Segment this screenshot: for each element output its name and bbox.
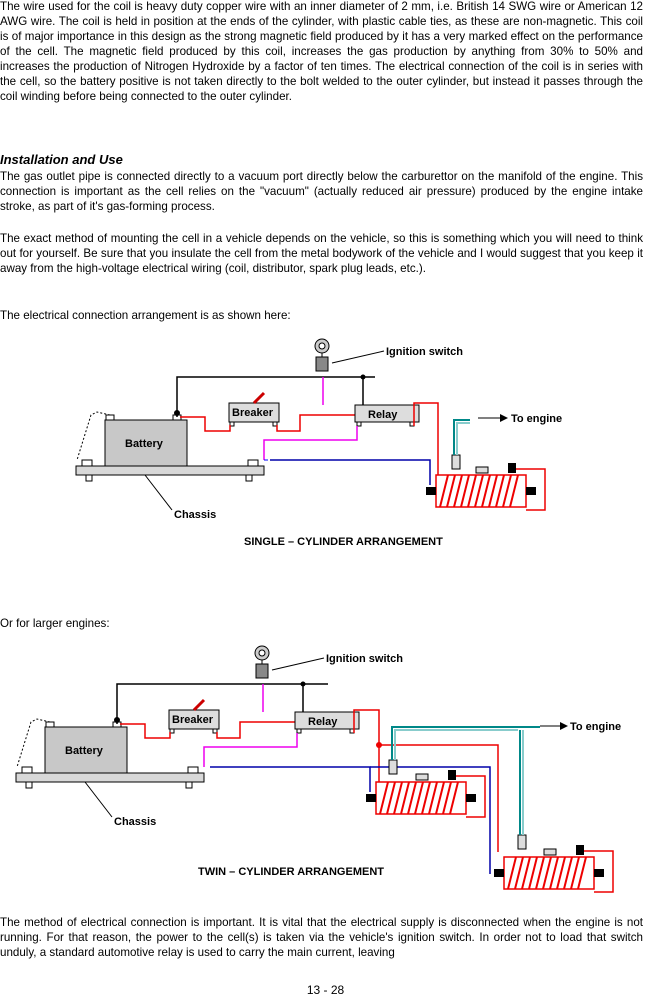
ignition-switch-label: Ignition switch [386, 346, 463, 358]
chassis-label: Chassis [114, 816, 156, 828]
paragraph-electrical-intro: The electrical connection arrangement is… [0, 309, 291, 322]
battery-label: Battery [125, 438, 164, 450]
to-engine-label: To engine [511, 413, 562, 425]
to-engine-label: To engine [570, 721, 621, 733]
paragraph-electrical-method: The method of electrical connection is i… [0, 916, 643, 959]
battery [104, 419, 188, 467]
page-number: 13 - 28 [306, 983, 345, 997]
paragraph-mounting: The exact method of mounting the cell in… [0, 232, 643, 275]
relay-label: Relay [368, 409, 398, 421]
breaker-label: Breaker [172, 714, 214, 726]
relay-label: Relay [308, 716, 338, 728]
relay [294, 711, 360, 730]
paragraph-coil-wire: The wire used for the coil is heavy duty… [0, 0, 643, 103]
chassis-bar [75, 465, 265, 476]
ignition-switch-label: Ignition switch [326, 653, 403, 665]
paragraph-gas-outlet: The gas outlet pipe is connected directl… [0, 170, 643, 213]
twin-cylinder-diagram: Battery Ignition switch Breaker Relay [15, 645, 621, 893]
battery-label: Battery [65, 745, 104, 757]
chassis-label: Chassis [174, 509, 216, 521]
relay [354, 404, 420, 423]
single-cylinder-diagram: Battery Ignition switch Breaker Relay [75, 338, 562, 548]
paragraph-larger-engines: Or for larger engines: [0, 617, 110, 630]
section-heading-installation: Installation and Use [0, 152, 123, 167]
battery [44, 726, 128, 774]
breaker-label: Breaker [232, 407, 274, 419]
diagram-caption: SINGLE – CYLINDER ARRANGEMENT [244, 536, 443, 548]
chassis-bar [15, 772, 205, 783]
diagram-caption: TWIN – CYLINDER ARRANGEMENT [198, 866, 384, 878]
